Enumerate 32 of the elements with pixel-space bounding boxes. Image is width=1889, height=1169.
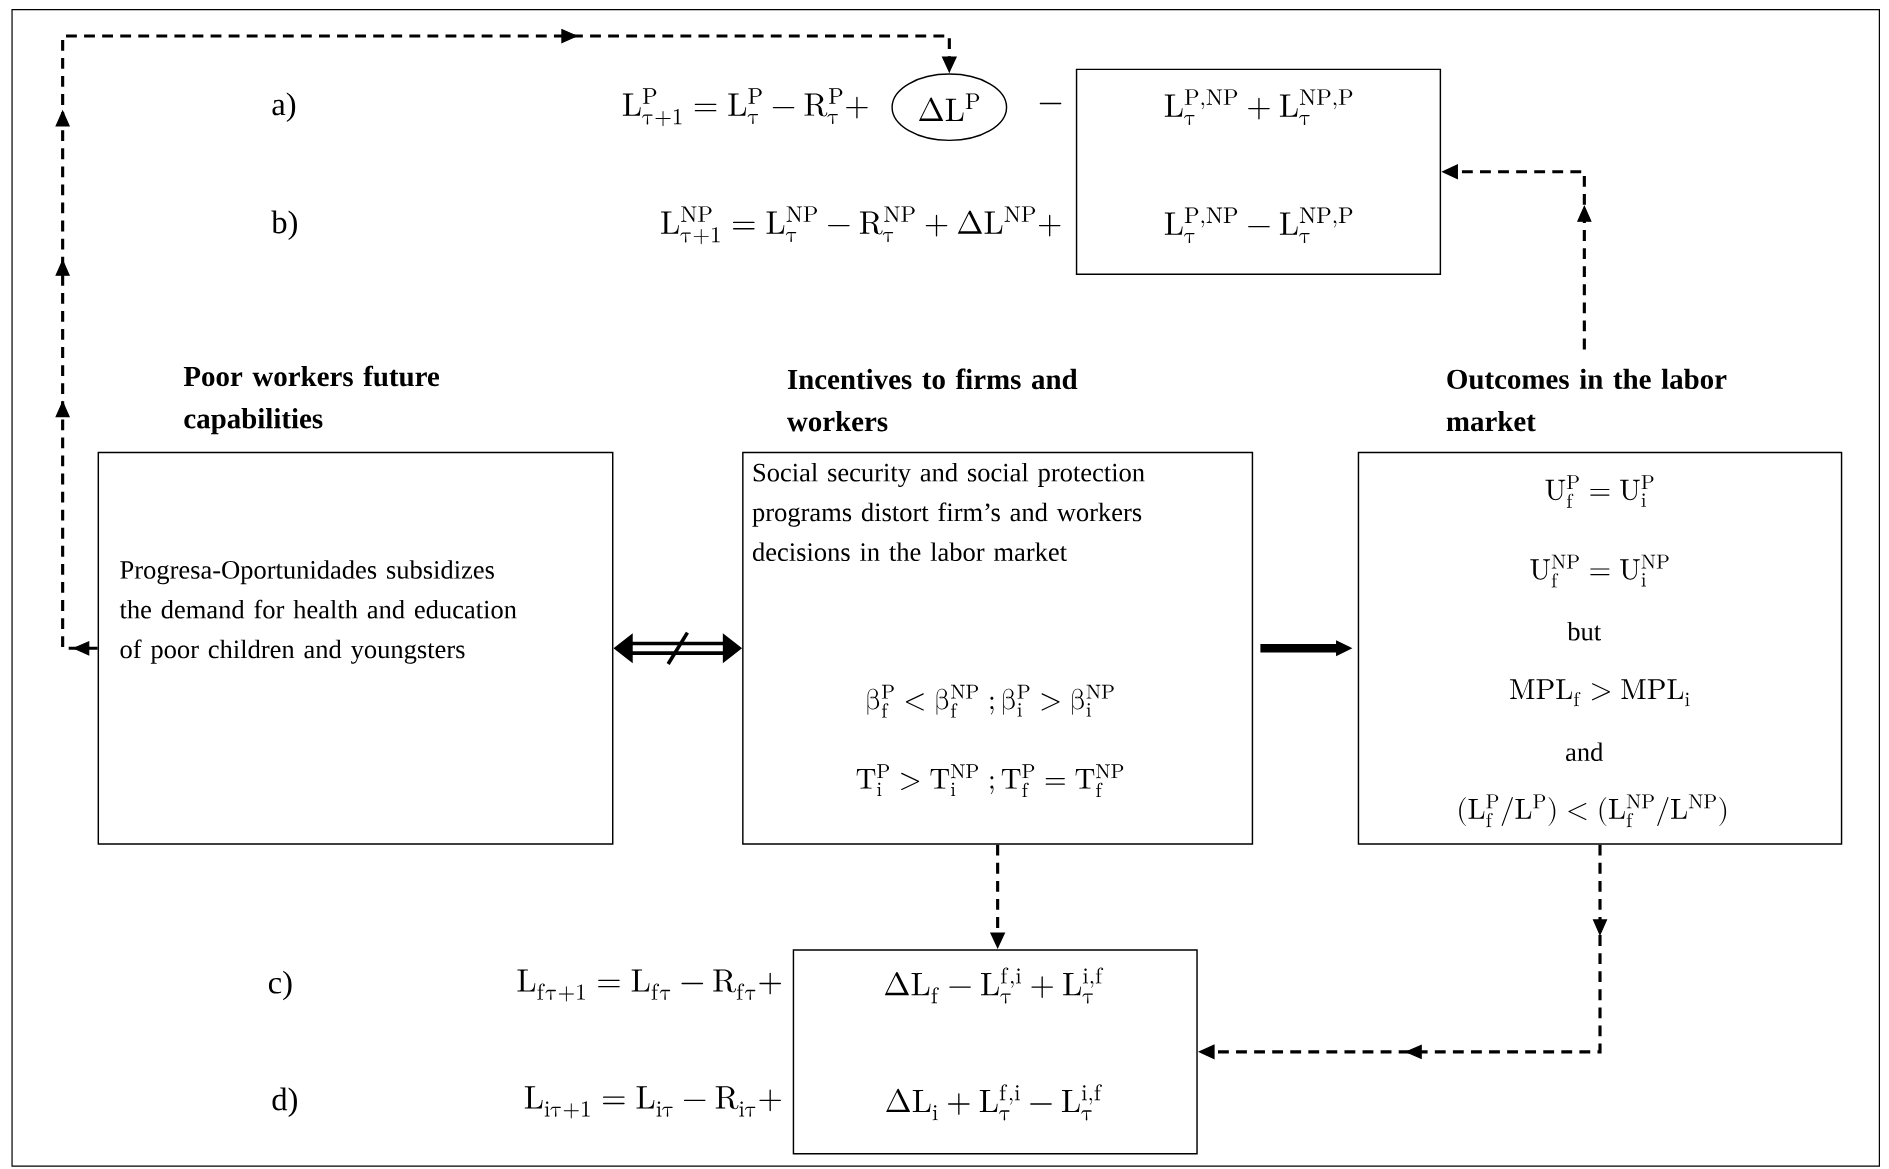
process-box	[1075, 68, 1442, 276]
formula: $T_{i}^{P} > T_{i}^{NP} \; ; T_{f}^{P} = T_{f}^{NP}$	[856, 764, 1124, 798]
process-box	[97, 365, 614, 845]
equation: $L_{f\tau+1} = L_{f\tau} - R_{f\tau} +$	[517, 969, 781, 1002]
box-heading: Incentives to firms and workers	[787, 368, 1078, 432]
equation: $L^{NP}_{\tau+1} = L^{NP}_{\tau} - R^{NP}_{\tau} + \Delta L^{NP} +$	[661, 206, 1061, 245]
formula: $U_{f}^{P} = U_{i}^{P}$	[1545, 475, 1654, 509]
process-box	[742, 368, 1254, 845]
box-text: and	[1566, 742, 1604, 762]
process-box	[1357, 368, 1843, 845]
box-heading: Poor workers future capabilities	[183, 365, 440, 435]
equation-label: c)	[268, 970, 292, 1001]
equation-label: a)	[272, 92, 296, 123]
box-text: Progresa-Oportunidades subsidizes the demand for health and education of poor children and youngsters	[119, 560, 517, 665]
formula: $\Delta L_{i} + L^{f,i}_{\tau} - L^{i,f}_{\tau}$	[886, 1084, 1102, 1121]
formula: $\beta_{f}^{P} < \beta_{f}^{NP} \; ; \beta_{i}^{P} > \beta_{i}^{NP}$	[867, 685, 1114, 718]
equation: $L^{P}_{\tau+1} = L^{P}_{\tau} - R^{P}_{\tau} +$	[622, 88, 868, 127]
equation-label: d)	[272, 1087, 297, 1118]
formula: $L^{P,NP}_{\tau} + L^{NP,P}_{\tau}$	[1164, 89, 1353, 126]
dashed-arrow	[55, 28, 958, 656]
formula: $L^{P,NP}_{\tau} - L^{NP,P}_{\tau}$	[1164, 207, 1353, 244]
equation-label: b)	[271, 210, 297, 241]
box-text: but	[1567, 622, 1601, 641]
formula: $MPL_{f} > MPL_{i}$	[1510, 679, 1690, 707]
formula: $(L_{f}^{P}/L^{P}) < (L_{f}^{NP}/L^{NP})$	[1459, 794, 1727, 828]
process-box	[792, 949, 1198, 1155]
equation: $L_{i\tau+1} = L_{i\tau} - R_{i\tau} +$	[524, 1086, 781, 1119]
minus-sign: $-$	[1039, 103, 1062, 105]
box-text: Social security and social protection programs distort firm’s and workers decisions in the labor market	[752, 463, 1145, 562]
box-heading: Outcomes in the labor market	[1446, 368, 1727, 432]
formula: $\Delta L_{f} - L^{f,i}_{\tau} + L^{i,f}_{\tau}$	[884, 967, 1104, 1004]
formula: $U_{f}^{NP} = U_{i}^{NP}$	[1530, 554, 1669, 588]
